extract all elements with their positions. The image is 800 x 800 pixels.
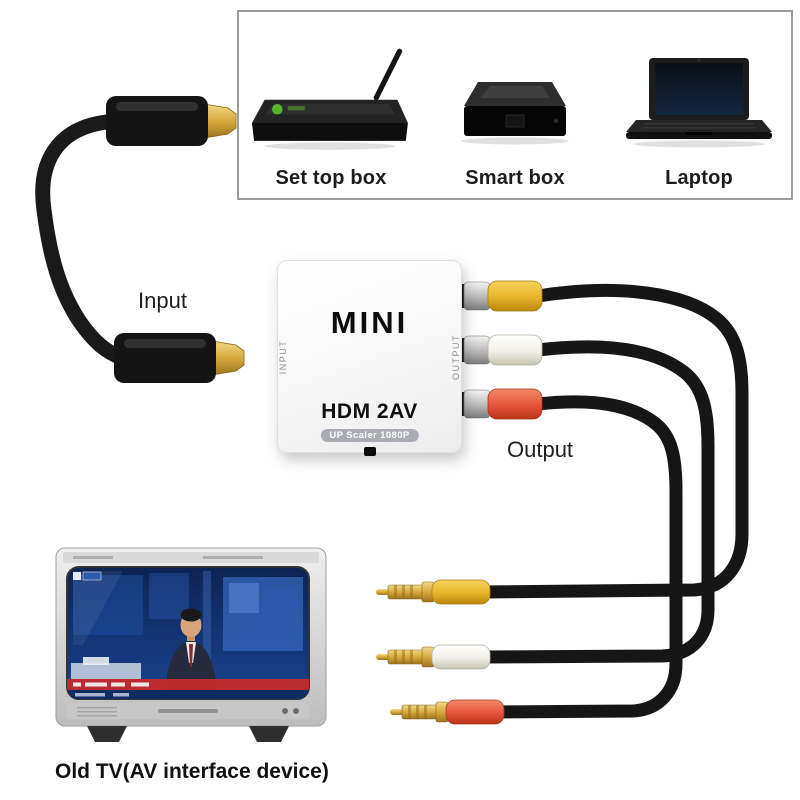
antenna xyxy=(373,48,403,101)
device-set-top-box: Set top box xyxy=(239,12,423,198)
rca-plug-red xyxy=(390,699,505,725)
tv-foot xyxy=(249,726,289,742)
laptop-screen xyxy=(655,63,743,115)
ir-window xyxy=(505,114,525,128)
hdmi-connector-top xyxy=(106,96,237,146)
tv-screen-content xyxy=(67,571,309,699)
device-label-set-top-box: Set top box xyxy=(275,167,387,189)
converter-model: HDM 2AV xyxy=(321,400,418,423)
hdmi-cable xyxy=(35,113,130,366)
laptop-image xyxy=(626,58,772,148)
rca-jack-red xyxy=(450,388,543,420)
source-devices-panel: Set top box Smart box xyxy=(237,10,793,200)
device-label-smart-box: Smart box xyxy=(465,167,565,189)
converter-brand: MINI xyxy=(330,305,409,340)
cable-white xyxy=(475,340,715,664)
router-led xyxy=(272,104,283,115)
tv-knob xyxy=(282,708,288,714)
rca-plug-white xyxy=(376,644,491,670)
rca-plug-yellow xyxy=(376,579,491,605)
converter-scaler-badge: UP Scaler 1080P xyxy=(320,429,419,442)
converter-bottom-notch xyxy=(363,447,376,456)
converter-input-port-label: INPUT xyxy=(278,339,288,374)
device-label-laptop: Laptop xyxy=(665,167,733,189)
tv-knob xyxy=(293,708,299,714)
hdmi-connector-bottom xyxy=(114,333,245,383)
set-top-box-image xyxy=(251,48,408,150)
device-smart-box: Smart box xyxy=(423,12,607,198)
device-laptop: Laptop xyxy=(607,12,791,198)
tv-foot xyxy=(87,726,127,742)
news-ticker xyxy=(67,679,309,690)
rca-jack-yellow xyxy=(450,280,543,312)
old-tv-image xyxy=(55,547,327,742)
rca-jack-white xyxy=(450,334,543,366)
output-annotation: Output xyxy=(507,437,574,462)
converter-output-port-label: OUTPUT xyxy=(451,333,461,380)
old-tv xyxy=(53,545,331,750)
input-annotation: Input xyxy=(138,288,187,313)
tv-caption: Old TV(AV interface device) xyxy=(55,760,329,783)
hdmi2av-converter: MINI HDM 2AV UP Scaler 1080P INPUT OUTPU… xyxy=(277,260,462,456)
smart-box-image xyxy=(461,82,569,145)
